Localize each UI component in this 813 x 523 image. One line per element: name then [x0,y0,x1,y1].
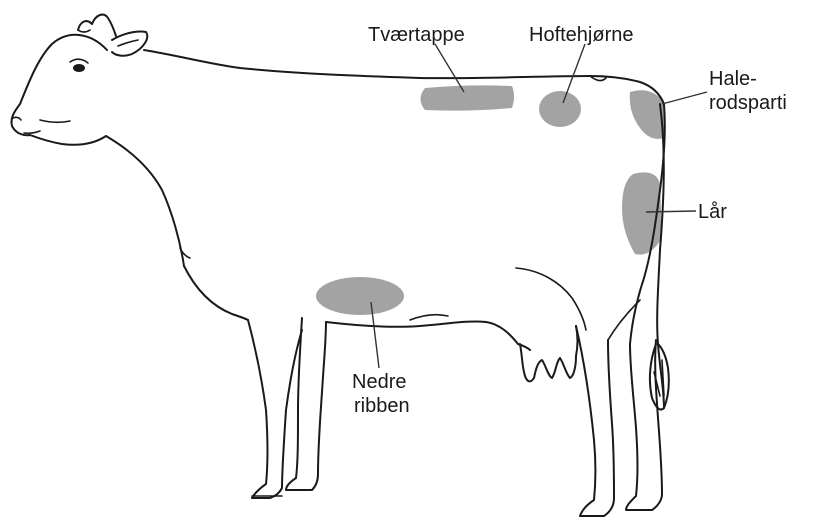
label-halerodsparti-line1: Hale- [709,68,757,90]
label-nedre-ribben-line1: Nedre [352,371,406,393]
label-tvaertappe: Tværtappe [368,24,465,46]
leader-halerodsparti [662,92,707,104]
cow-front-leg-far [286,318,326,490]
cow-ear [112,31,147,55]
region-nedre-ribben [316,277,404,315]
region-tvaertappe [421,85,515,110]
cow-udder [520,326,578,381]
region-hoftehjorne [539,91,581,127]
cow-head [11,35,107,145]
cow-tail [657,104,664,408]
leader-hoftehjorne [563,44,585,103]
leader-lar [646,211,696,212]
cow-eye-icon [73,64,85,72]
cow-flank-line [516,268,586,330]
cow-outline [11,15,668,516]
cow-hind-leg-far [576,326,614,516]
cow-back-line [144,50,664,104]
label-lar: Lår [698,201,727,223]
cow-throat-chest [106,136,248,320]
cow-front-leg-near [248,320,302,498]
leader-tvaertappe [435,44,464,92]
label-nedre-ribben-line2: ribben [354,395,410,417]
label-halerodsparti-line2: rodsparti [709,92,787,114]
cow-hind-leg-near [626,104,665,510]
label-hoftehjorne: Hoftehjørne [529,24,634,46]
cow-belly-line [326,321,530,350]
